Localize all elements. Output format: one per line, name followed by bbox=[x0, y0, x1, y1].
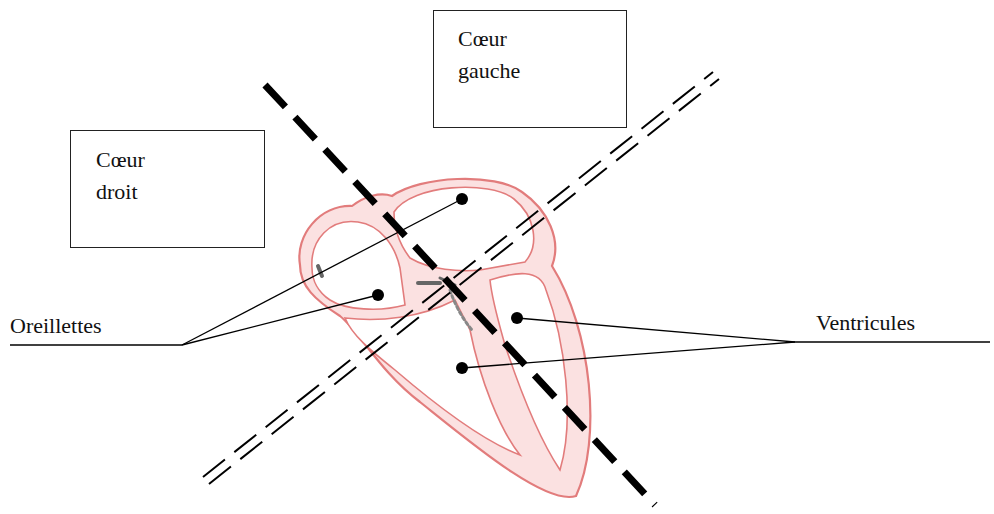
atrium-chamber bbox=[394, 187, 534, 270]
valve-mark bbox=[318, 266, 472, 330]
double-dashed-axis bbox=[209, 79, 719, 484]
box-title: Cœur gauche bbox=[458, 23, 538, 87]
part-label: Ventricules bbox=[816, 310, 915, 336]
leader-dot bbox=[372, 193, 523, 374]
part-label: Oreillettes bbox=[10, 313, 102, 339]
ventricle-chamber bbox=[345, 300, 520, 455]
atrium-chamber bbox=[312, 222, 405, 310]
heart-wall bbox=[299, 179, 590, 497]
label-box: Cœur droit bbox=[70, 130, 265, 248]
dashed-axis bbox=[265, 85, 655, 505]
ventricle-chamber bbox=[490, 274, 567, 470]
label-box: Cœur gauche bbox=[433, 10, 627, 128]
double-dashed-axis bbox=[203, 72, 713, 477]
box-title: Cœur droit bbox=[96, 144, 176, 208]
